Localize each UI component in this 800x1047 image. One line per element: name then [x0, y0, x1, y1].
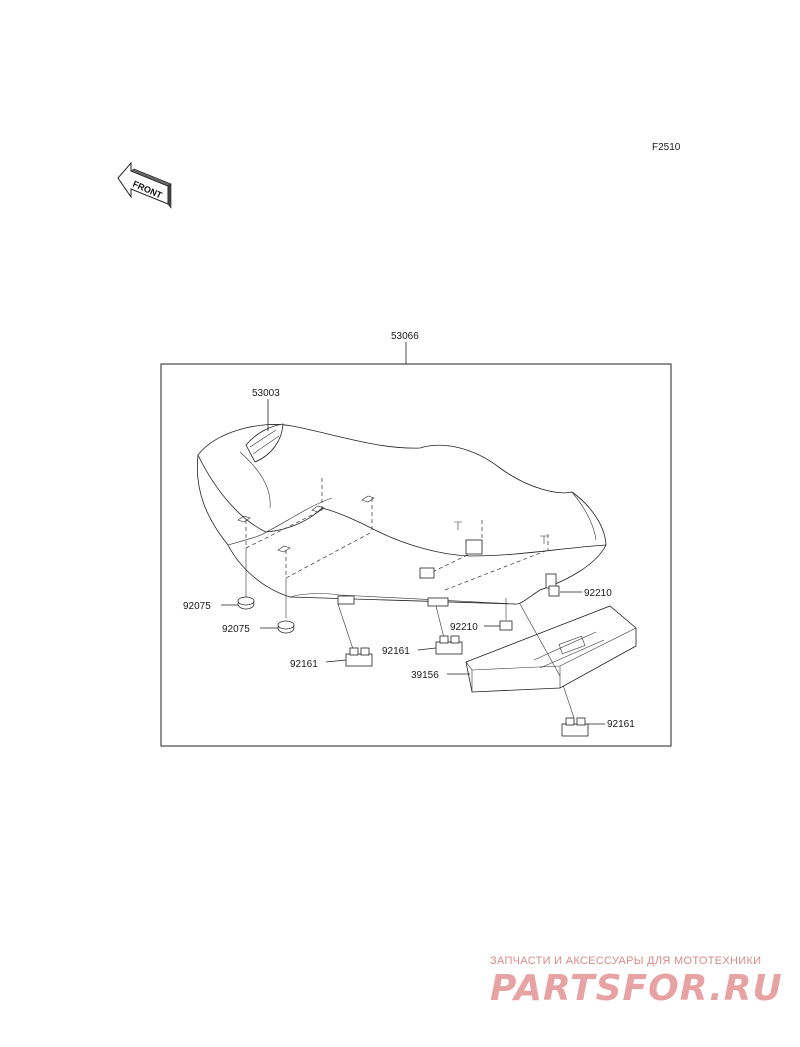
part-label-92161-middle: 92161 — [382, 646, 410, 657]
grommet-92075-lower — [277, 620, 295, 634]
assembly-frame — [160, 363, 672, 747]
leader-92161-left-up — [337, 603, 355, 653]
nut-92210-right — [548, 585, 560, 597]
front-arrow-icon: FRONT — [117, 161, 172, 209]
storage-tray-39156 — [465, 603, 637, 693]
part-label-92210-middle: 92210 — [450, 622, 478, 633]
part-label-53003: 53003 — [252, 388, 280, 399]
diagram-code: F2510 — [652, 142, 681, 153]
grommet-92075-upper — [237, 596, 255, 610]
leader-92161-middle-label — [417, 647, 437, 651]
part-label-92210-right: 92210 — [584, 588, 612, 599]
leader-92161-mid-up — [435, 605, 445, 639]
watermark-tagline: ЗАПЧАСТИ И АКСЕССУАРЫ ДЛЯ МОТОТЕХНИКИ — [490, 955, 761, 967]
seat-body — [196, 423, 607, 605]
part-label-92161-left: 92161 — [290, 659, 318, 670]
part-label-92075-lower: 92075 — [222, 624, 250, 635]
bumper-92161-middle — [435, 635, 463, 655]
assembly-guide-lines — [245, 478, 549, 591]
seat-base-brackets — [237, 495, 557, 607]
leader-92161-left-label — [325, 659, 347, 663]
part-label-92161-right: 92161 — [607, 719, 635, 730]
part-label-53066: 53066 — [391, 331, 419, 342]
watermark-brand: PARTSFOR.RU — [490, 968, 783, 1009]
nut-92210-middle — [499, 620, 513, 631]
bumper-92161-right — [561, 717, 589, 737]
bumper-92161-left — [345, 647, 373, 667]
part-label-39156: 39156 — [411, 670, 439, 681]
part-label-92075-upper: 92075 — [183, 601, 211, 612]
